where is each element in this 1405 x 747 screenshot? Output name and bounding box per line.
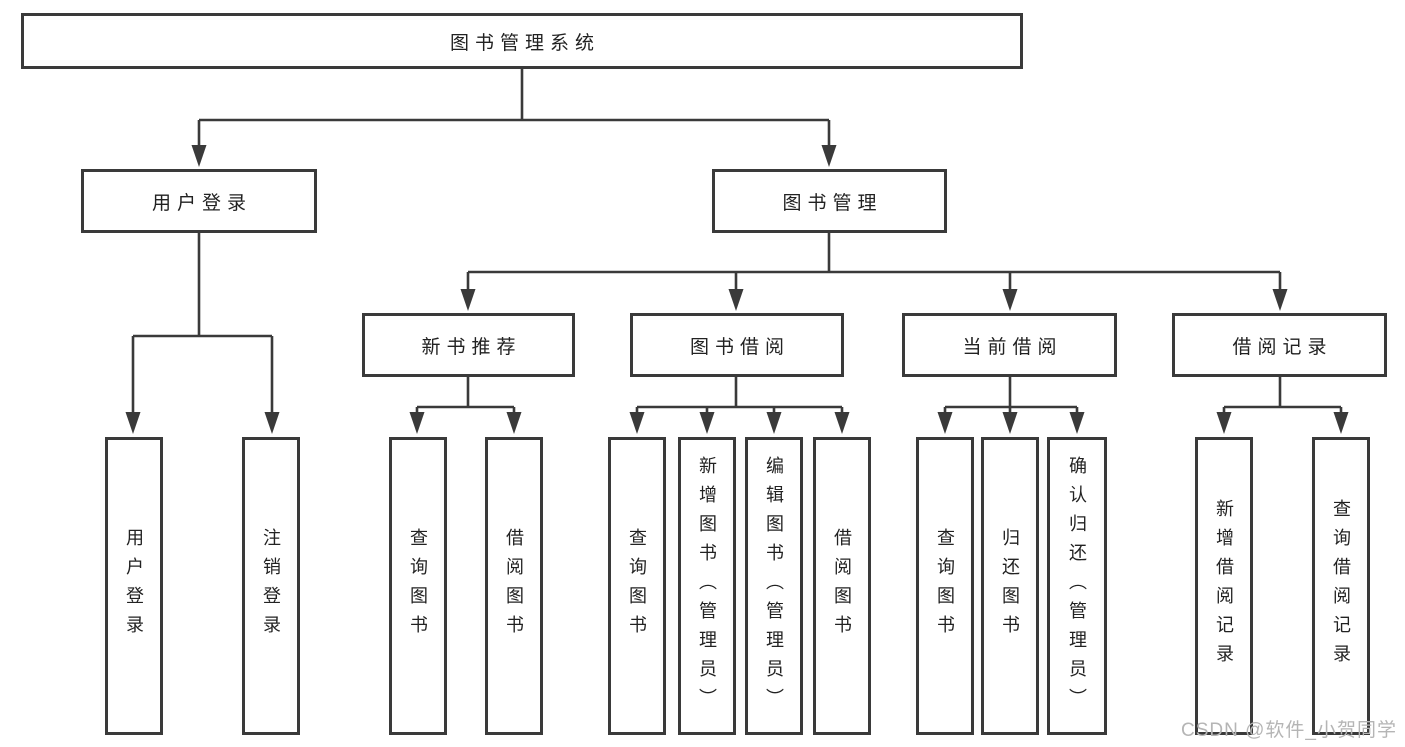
node-leaf-current-query: 查询图书	[916, 437, 974, 735]
node-user-login-branch: 用户登录	[81, 169, 317, 233]
node-leaf-borrow-borrow: 借阅图书	[813, 437, 871, 735]
csdn-watermark: CSDN @软件_小贺同学	[1181, 720, 1397, 741]
node-book-borrow: 图书借阅	[630, 313, 844, 377]
node-leaf-current-confirm-return: 确认归还（管理员）	[1047, 437, 1107, 735]
node-leaf-logout: 注销登录	[242, 437, 300, 735]
node-leaf-user-login: 用户登录	[105, 437, 163, 735]
node-borrow-record: 借阅记录	[1172, 313, 1387, 377]
node-leaf-newbook-query: 查询图书	[389, 437, 447, 735]
node-book-management-branch: 图书管理	[712, 169, 947, 233]
node-leaf-borrow-edit: 编辑图书（管理员）	[745, 437, 803, 735]
node-new-book-recommend: 新书推荐	[362, 313, 575, 377]
node-leaf-record-add: 新增借阅记录	[1195, 437, 1253, 735]
node-leaf-record-query: 查询借阅记录	[1312, 437, 1370, 735]
node-leaf-newbook-borrow: 借阅图书	[485, 437, 543, 735]
node-root: 图书管理系统	[21, 13, 1023, 69]
node-leaf-current-return: 归还图书	[981, 437, 1039, 735]
node-leaf-borrow-query: 查询图书	[608, 437, 666, 735]
node-leaf-borrow-add: 新增图书（管理员）	[678, 437, 736, 735]
node-current-borrow: 当前借阅	[902, 313, 1117, 377]
